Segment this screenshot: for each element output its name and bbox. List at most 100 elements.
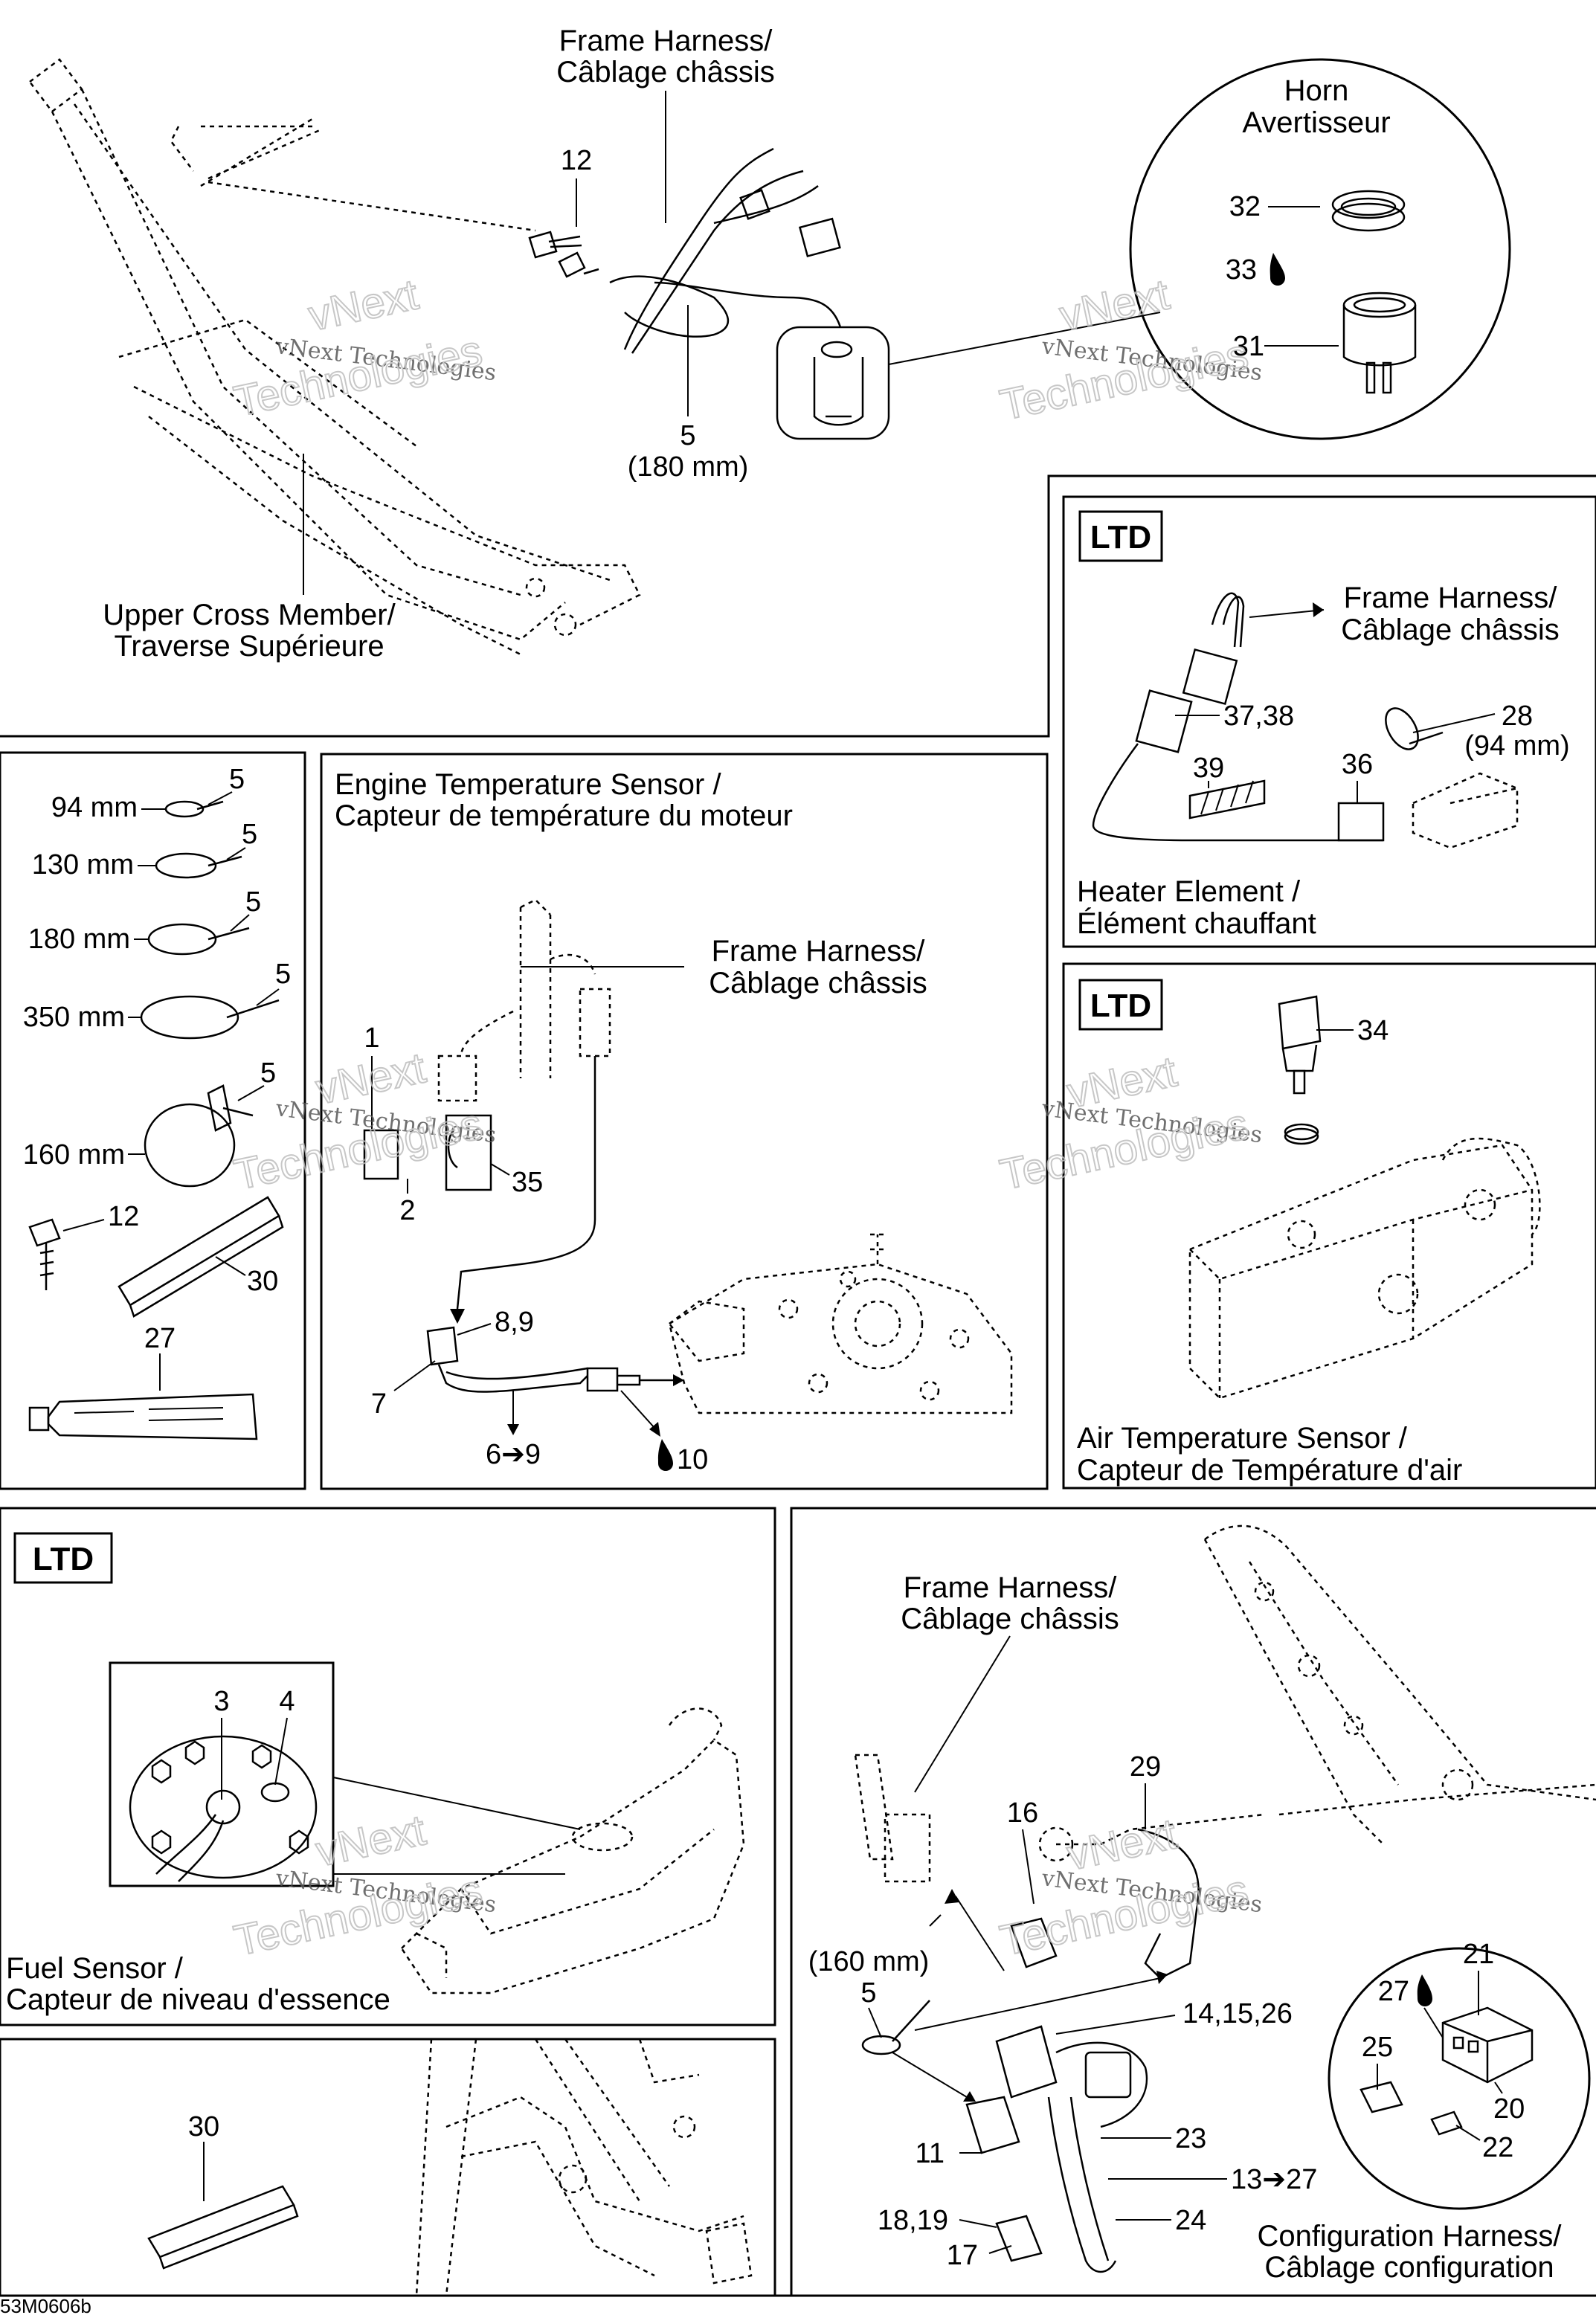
screw-small-icon [28, 1218, 61, 1290]
heater-title-1: Heater Element / [1077, 875, 1301, 908]
heater-element-icon [1188, 779, 1266, 820]
frame-harness-label-2: Câblage châssis [556, 56, 775, 88]
callout-14-15-26: 14,15,26 [1182, 1998, 1293, 2029]
cable-tie-icon [164, 800, 205, 818]
fuel-sensor-plate-icon [129, 1735, 318, 1882]
edge-trim-icon [118, 1196, 284, 1318]
tie-size-160: 160 mm [23, 1139, 125, 1171]
svg-text:vNext: vNext [312, 1806, 430, 1875]
upper-cross-member-label-1: Upper Cross Member/ [103, 599, 396, 631]
callout-34: 34 [1357, 1015, 1389, 1046]
grease-drop-icon [1270, 253, 1285, 286]
callout-21: 21 [1463, 1939, 1494, 1970]
screw-alignment-line [207, 181, 536, 232]
svg-text:vNext: vNext [1063, 1809, 1181, 1879]
config-title-1: Configuration Harness/ [1257, 2220, 1562, 2253]
cable-tie-icon [147, 923, 217, 956]
tie-size-180: 180 mm [28, 924, 130, 955]
ltd-badge-air-text: LTD [1090, 988, 1151, 1024]
horn-label-1: Horn [1284, 74, 1349, 107]
callout-30-ties: 30 [247, 1266, 278, 1297]
tie-size-350: 350 mm [23, 1002, 125, 1033]
svg-text:vNext: vNext [304, 270, 422, 340]
callout-22: 22 [1482, 2132, 1513, 2163]
callout-20: 20 [1493, 2093, 1525, 2125]
horn-detail-circle [1129, 58, 1511, 440]
horn-ring-icon [1331, 190, 1406, 232]
horn-label-2: Avertisseur [1242, 106, 1390, 139]
tie-size-130: 130 mm [32, 849, 134, 880]
svg-text:Technologies: Technologies [230, 326, 486, 426]
ltd-badge-fuel-text: LTD [33, 1541, 94, 1577]
callout-5-size: (180 mm) [628, 451, 749, 483]
horn-small-icon [776, 326, 890, 440]
ltd-badge-heater-text: LTD [1090, 519, 1151, 556]
callout-7: 7 [371, 1388, 387, 1420]
engine-temp-title-1: Engine Temperature Sensor / [335, 768, 721, 801]
engine-temp-title-2: Capteur de température du moteur [335, 799, 793, 832]
fuel-tank-drawing [400, 1707, 745, 1994]
sealant-drop-icon [657, 1439, 673, 1471]
tie-num-160: 5 [260, 1057, 276, 1089]
tie-num-94: 5 [229, 764, 245, 795]
callout-12-ties: 12 [108, 1201, 139, 1232]
tie-num-130: 5 [242, 819, 257, 850]
callout-35: 35 [512, 1167, 543, 1198]
dielectric-drop-icon [1417, 1974, 1432, 2006]
fuse-holder-icon [1441, 2006, 1534, 2084]
callout-2: 2 [399, 1195, 415, 1226]
callout-37-38: 37,38 [1223, 701, 1294, 732]
callout-28: 28 [1502, 701, 1533, 732]
frame-harness-wire [609, 147, 842, 354]
engine-frame-harness-2: Câblage châssis [709, 967, 927, 999]
panel-borders [0, 474, 1596, 2297]
tie-num-180: 5 [245, 886, 261, 918]
callout-5-top: 5 [680, 420, 695, 451]
engine-head-drawing [668, 1233, 1013, 1414]
heater-frame-harness-1: Frame Harness/ [1344, 582, 1558, 614]
callout-13-27: 13➔27 [1231, 2164, 1317, 2195]
airbox-drawing [1188, 1137, 1541, 1400]
cable-tie-small-icon [1385, 707, 1444, 750]
heater-connector-icon [1092, 592, 1385, 842]
grease-tube-icon [28, 1393, 258, 1440]
upper-frame-drawing [28, 58, 641, 656]
trim-and-frame-drawing [147, 2038, 753, 2296]
horn-body-icon [1342, 292, 1417, 394]
config-harness-drawing [965, 2025, 1148, 2273]
cable-tie-icon [144, 1103, 236, 1188]
svg-text:vNext: vNext [1055, 270, 1174, 340]
ltd-badge-air [1078, 979, 1163, 1031]
callout-39: 39 [1193, 753, 1224, 784]
config-frame-harness-2: Câblage châssis [901, 1603, 1119, 1635]
callout-160mm: (160 mm) [808, 1946, 930, 1977]
fuse-detail-circle [1328, 1947, 1591, 2210]
callout-17: 17 [947, 2240, 978, 2271]
cable-tie-icon [155, 852, 217, 879]
callout-25: 25 [1362, 2032, 1393, 2063]
ltd-badge-fuel [13, 1532, 113, 1584]
callout-29: 29 [1130, 1751, 1161, 1783]
screw-icon [528, 231, 599, 278]
cable-tie-icon [140, 995, 239, 1040]
callout-27-ties: 27 [144, 1323, 176, 1354]
callout-36: 36 [1342, 749, 1373, 780]
svg-text:vNext: vNext [312, 1043, 430, 1113]
callout-27-config: 27 [1378, 1976, 1409, 2007]
config-frame-harness-1: Frame Harness/ [904, 1571, 1118, 1604]
fuse-cap-icon [1430, 2110, 1463, 2136]
engine-harness-drawing [363, 898, 611, 1324]
ltd-badge-heater [1078, 510, 1163, 562]
frame-harness-label-1: Frame Harness/ [559, 25, 773, 57]
heater-frame-harness-2: Câblage châssis [1341, 614, 1560, 646]
frame-bracket-drawing [854, 1524, 1596, 1883]
callout-6-9: 6➔9 [486, 1439, 541, 1470]
callout-8-9: 8,9 [495, 1307, 534, 1338]
callout-1: 1 [364, 1023, 379, 1054]
svg-text:vNext: vNext [1063, 1047, 1181, 1117]
engine-frame-harness-1: Frame Harness/ [712, 935, 926, 967]
callout-23: 23 [1175, 2123, 1206, 2154]
callout-12: 12 [561, 145, 592, 176]
tie-size-94: 94 mm [51, 792, 138, 823]
